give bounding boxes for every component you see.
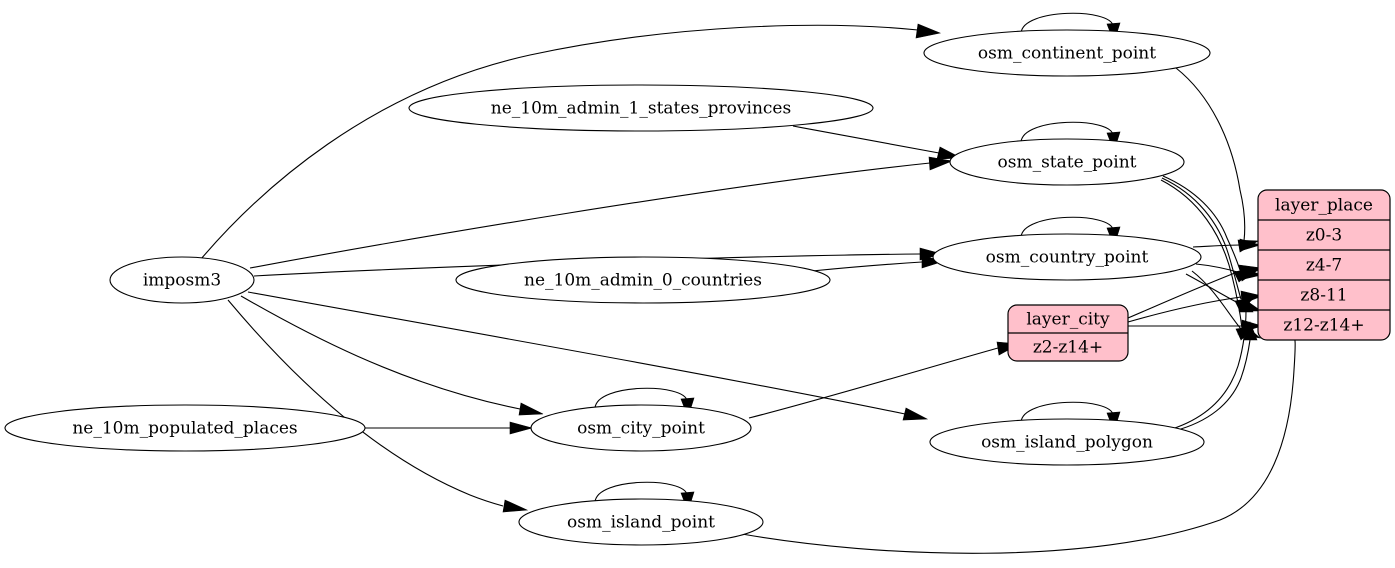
node-label-osm-island-point: osm_island_point [567,513,715,533]
edge-layer-city-to-layer-place-z12-z14 [1128,319,1264,333]
edge-osm-island-polygon-to-layer-place-z12-z14 [1173,321,1258,432]
record-row-layer-place-z0-3[interactable]: z0-3 [1306,226,1342,246]
edge-osm-country-point-to-layer-place-z4-7 [1192,238,1262,252]
node-label-osm-continent-point: osm_continent_point [978,44,1156,64]
node-ne-10m-populated-places[interactable]: ne_10m_populated_places [4,404,366,452]
node-osm-country-point[interactable]: osm_country_point [932,233,1202,281]
record-header-layer-city: layer_city [1026,310,1110,330]
edge-osm-continent-point-to-layer-place-z0-3 [1175,67,1259,253]
node-label-osm-country-point: osm_country_point [986,248,1149,268]
node-layer: imposm3 ne_10m_admin_1_states_provinces … [4,29,1211,546]
edge-imposm3-to-osm-continent-point [200,23,942,260]
record-row-layer-place-z4-7[interactable]: z4-7 [1306,256,1342,276]
node-label-imposm3: imposm3 [143,271,221,291]
node-label-osm-state-point: osm_state_point [998,153,1137,173]
node-label-osm-island-polygon: osm_island_polygon [981,433,1153,453]
edge-imposm3-to-osm-city-point [240,295,544,416]
node-ne-10m-admin-1-states-provinces[interactable]: ne_10m_admin_1_states_provinces [408,84,874,132]
record-node-layer-place[interactable]: layer_place z0-3 z4-7 z8-11 z12-z14+ [1257,189,1391,341]
edge-ne-populated-to-osm-city-point [365,421,534,435]
record-row-layer-city-z2-z14[interactable]: z2-z14+ [1033,338,1103,358]
record-row-layer-place-z8-11[interactable]: z8-11 [1300,286,1347,306]
node-label-ne-states: ne_10m_admin_1_states_provinces [491,99,791,119]
edge-imposm3-to-osm-island-polygon [247,291,929,421]
edge-osm-city-point-to-layer-city [748,341,1021,419]
record-layer: layer_city z2-z14+ layer_place z0-3 z4-7… [1007,189,1391,362]
node-osm-island-point[interactable]: osm_island_point [518,498,764,546]
node-osm-state-point[interactable]: osm_state_point [949,138,1185,186]
record-node-layer-city[interactable]: layer_city z2-z14+ [1007,304,1129,362]
node-osm-island-polygon[interactable]: osm_island_polygon [929,418,1205,466]
node-label-osm-city-point: osm_city_point [577,419,705,439]
record-row-layer-place-z12-z14[interactable]: z12-z14+ [1283,316,1364,336]
record-header-layer-place: layer_place [1275,196,1373,216]
edge-imposm3-to-osm-island-point [227,299,529,513]
edge-ne-countries-to-osm-country-point [811,255,946,272]
edge-ne-states-to-osm-state-point [792,125,963,160]
node-label-ne-populated: ne_10m_populated_places [72,419,297,439]
node-ne-10m-admin-0-countries[interactable]: ne_10m_admin_0_countries [455,256,831,304]
edge-imposm3-to-osm-state-point [249,156,954,269]
edge-osm-island-polygon-to-layer-place-z8-11 [1171,292,1254,430]
node-imposm3[interactable]: imposm3 [109,256,255,304]
node-osm-city-point[interactable]: osm_city_point [530,404,752,452]
edge-layer-city-to-layer-place-upper [1127,264,1262,319]
node-label-ne-countries: ne_10m_admin_0_countries [524,271,762,291]
node-osm-continent-point[interactable]: osm_continent_point [923,29,1211,77]
